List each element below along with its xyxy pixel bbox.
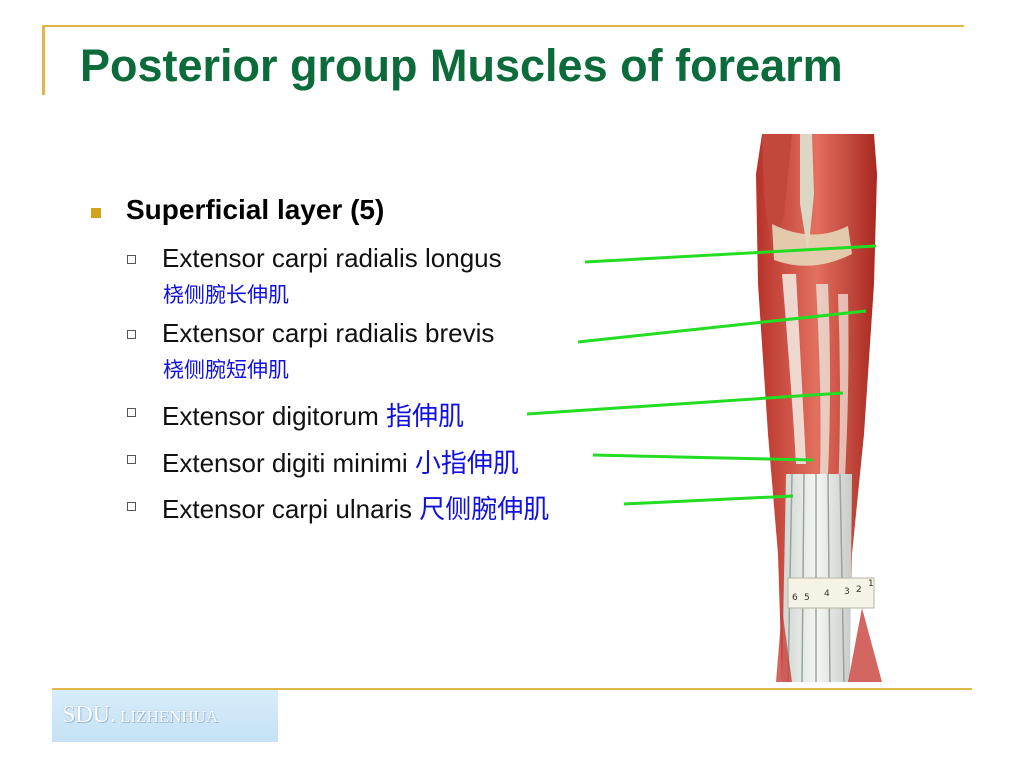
section-heading: Superficial layer (5) <box>126 194 385 225</box>
slide-title: Posterior group Muscles of forearm <box>80 40 843 91</box>
tendon-number: 4 <box>824 589 830 599</box>
tendon-number: 6 <box>792 593 798 603</box>
item-5-english: Extensor carpi ulnaris <box>162 494 412 524</box>
footer-divider <box>52 688 972 690</box>
top-accent-line <box>42 25 964 27</box>
footer-watermark: SDU. LIZHENHUA <box>52 690 278 742</box>
checkbox-bullet-icon <box>127 330 136 339</box>
item-3-chinese: 指伸肌 <box>386 402 465 432</box>
forearm-muscle-illustration: 6 5 4 3 2 1 <box>756 134 882 682</box>
tendon-number: 3 <box>844 587 850 597</box>
item-2-chinese: 桡侧腕短伸肌 <box>163 358 289 382</box>
tendon-number: 2 <box>856 585 862 595</box>
item-4-chinese: 小指伸肌 <box>414 449 519 479</box>
checkbox-bullet-icon <box>127 255 136 264</box>
footer-org: SDU. <box>62 702 117 728</box>
square-bullet-icon <box>91 208 101 218</box>
item-3-english: Extensor digitorum <box>162 401 379 431</box>
item-4-english: Extensor digiti minimi <box>162 448 408 478</box>
item-5: Extensor carpi ulnaris 尺侧腕伸肌 <box>162 489 549 526</box>
footer-author: LIZHENHUA <box>120 707 219 726</box>
top-left-accent-bar <box>42 25 45 95</box>
checkbox-bullet-icon <box>127 455 136 464</box>
checkbox-bullet-icon <box>127 408 136 417</box>
item-4: Extensor digiti minimi 小指伸肌 <box>162 443 519 480</box>
item-2-english: Extensor carpi radialis brevis <box>162 318 495 348</box>
checkbox-bullet-icon <box>127 502 136 511</box>
item-5-chinese: 尺侧腕伸肌 <box>419 495 550 525</box>
tendon-number: 1 <box>868 579 874 589</box>
item-1-chinese: 桡侧腕长伸肌 <box>163 283 289 307</box>
item-1-english: Extensor carpi radialis longus <box>162 243 502 273</box>
tendon-number: 5 <box>804 593 810 603</box>
footer-text: SDU. LIZHENHUA <box>62 702 218 729</box>
item-3: Extensor digitorum 指伸肌 <box>162 396 464 433</box>
